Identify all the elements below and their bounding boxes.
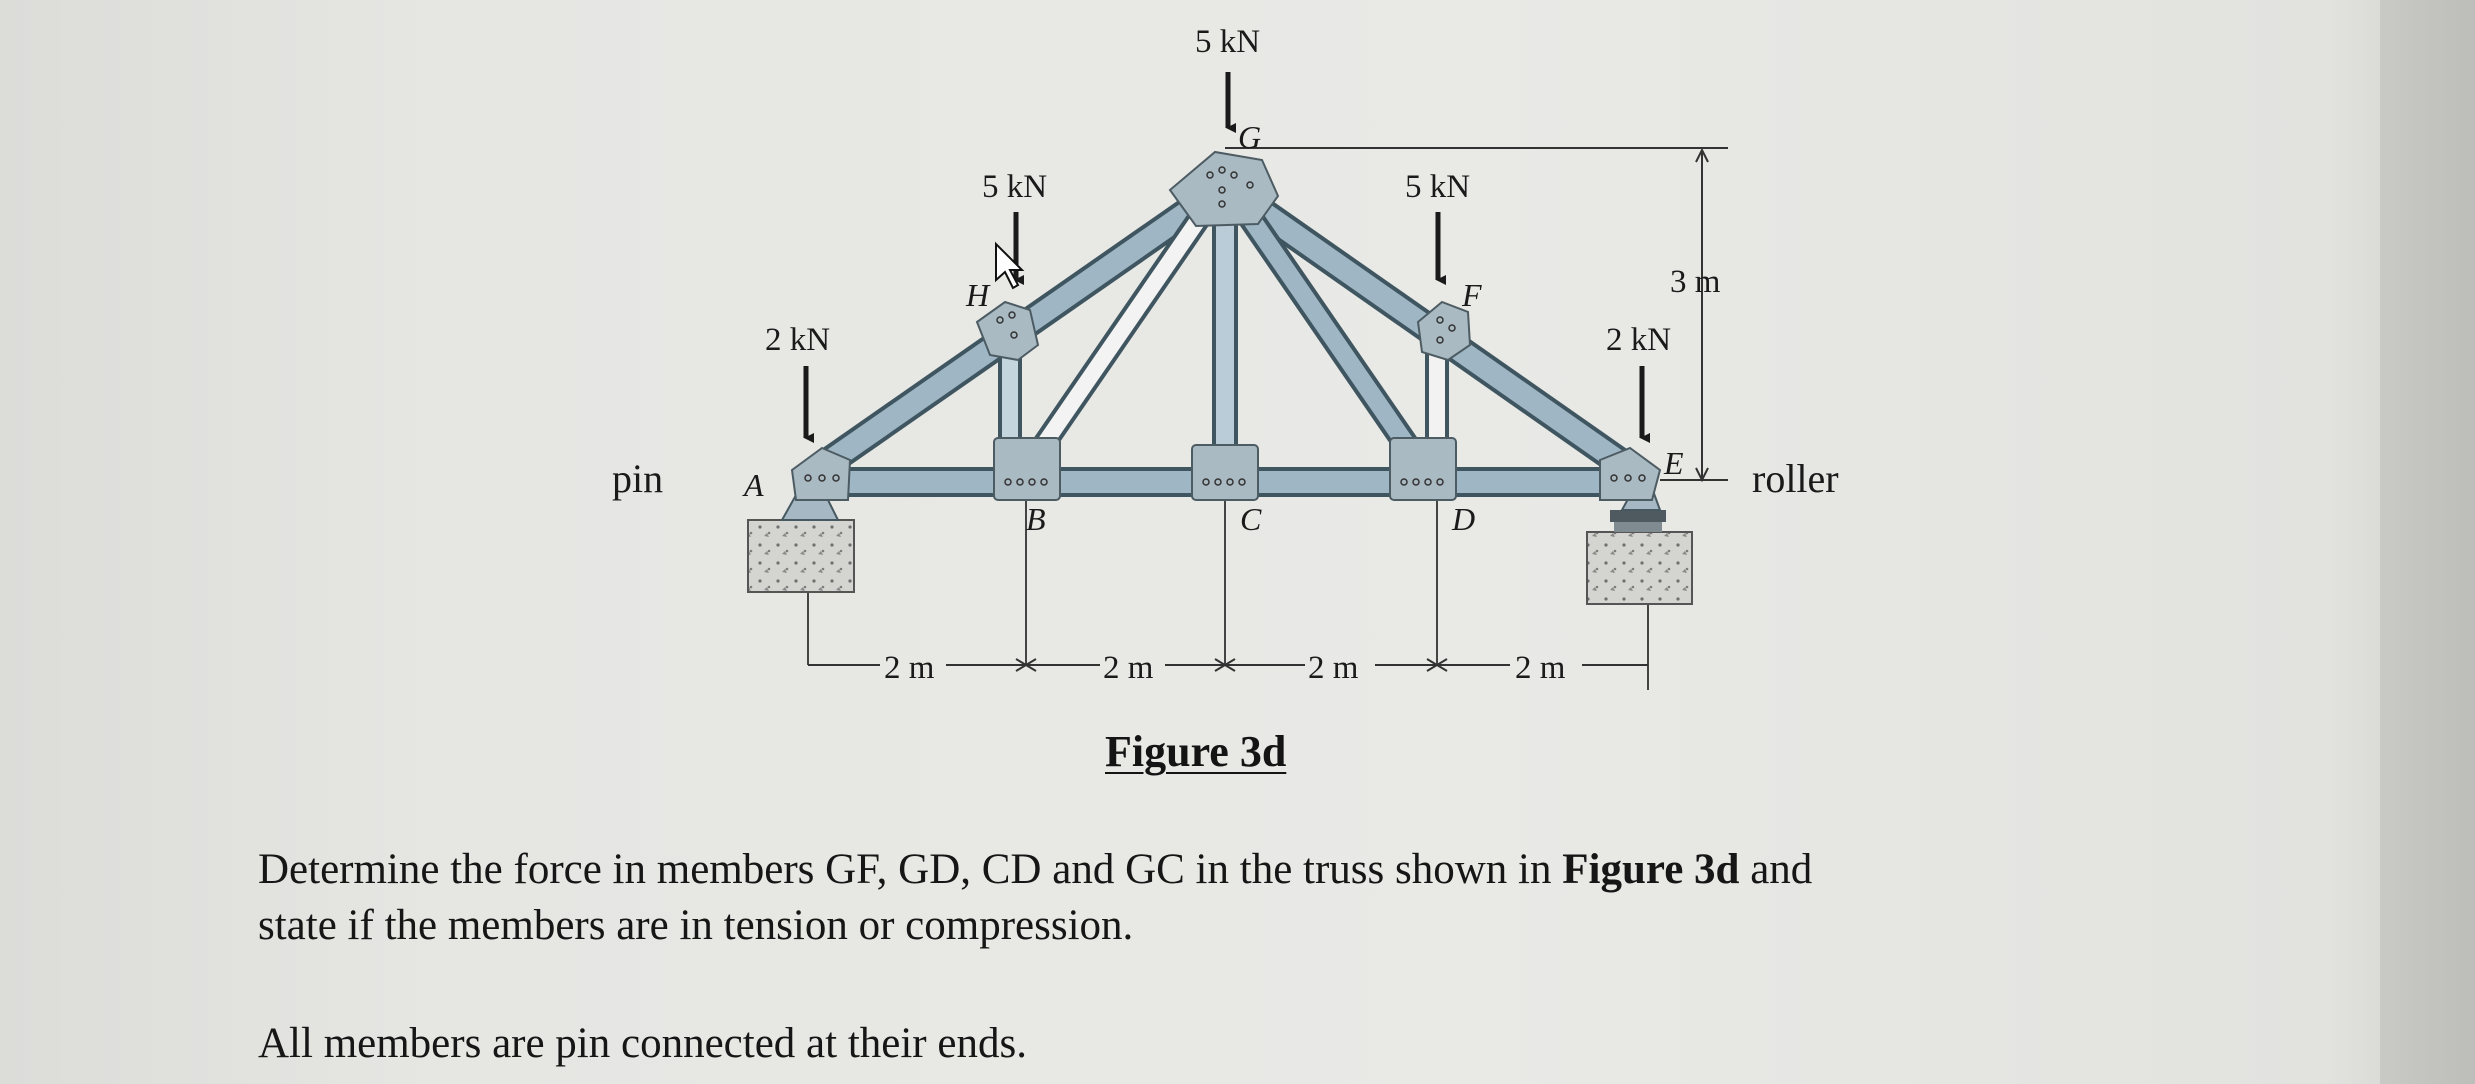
mouse-cursor-icon [995, 241, 1025, 290]
dimension-height-label: 3 m [1670, 264, 1721, 300]
gusset-E [1599, 446, 1662, 501]
dimension-span-2-label: 2 m [1103, 650, 1154, 686]
question-text: Determine the force in members GF, GD, C… [258, 842, 1898, 954]
span-dimension-line [808, 658, 1648, 672]
gusset-F [1416, 300, 1472, 362]
load-label-right-end: 2 kN [1606, 322, 1671, 358]
question-figure-reference: Figure 3d [1562, 846, 1740, 893]
node-label-C: C [1240, 501, 1262, 537]
node-label-H: H [965, 277, 991, 313]
dimension-span-4-label: 2 m [1515, 650, 1566, 686]
question-text-after: and state if the members are in tension … [258, 846, 1813, 949]
load-label-top: 5 kN [1195, 24, 1260, 60]
gusset-D [1389, 437, 1457, 501]
node-label-F: F [1461, 277, 1482, 313]
monitor-bezel [2380, 0, 2475, 1084]
roller-support [1586, 487, 1693, 605]
gusset-G [1168, 150, 1280, 228]
question-text-before: Determine the force in members GF, GD, C… [258, 846, 1563, 893]
load-label-left-end: 2 kN [765, 322, 830, 358]
figure-caption: Figure 3d [1105, 727, 1287, 776]
truss-figure: pin roller 5 kN 5 kN 5 kN 2 kN 2 kN A B … [612, 24, 1839, 690]
node-label-E: E [1663, 445, 1684, 481]
gusset-A [790, 446, 852, 501]
height-dimension [1660, 147, 1728, 483]
gusset-B [993, 437, 1061, 501]
truss-members [791, 173, 1657, 497]
dimension-span-1-label: 2 m [884, 650, 935, 686]
node-label-G: G [1238, 119, 1261, 155]
note-text: All members are pin connected at their e… [258, 1020, 1027, 1067]
load-label-left-upper: 5 kN [982, 169, 1047, 205]
gusset-H [975, 300, 1040, 362]
support-right-label: roller [1752, 456, 1839, 501]
node-label-D: D [1451, 501, 1475, 537]
gusset-C [1191, 444, 1259, 501]
node-label-B: B [1026, 501, 1046, 537]
dimension-span-3-label: 2 m [1308, 650, 1359, 686]
load-label-right-upper: 5 kN [1405, 169, 1470, 205]
support-left-label: pin [612, 456, 663, 501]
node-label-A: A [742, 467, 764, 503]
pin-support [747, 487, 855, 593]
bolt-dots [804, 166, 1646, 486]
load-arrows [803, 72, 1650, 443]
